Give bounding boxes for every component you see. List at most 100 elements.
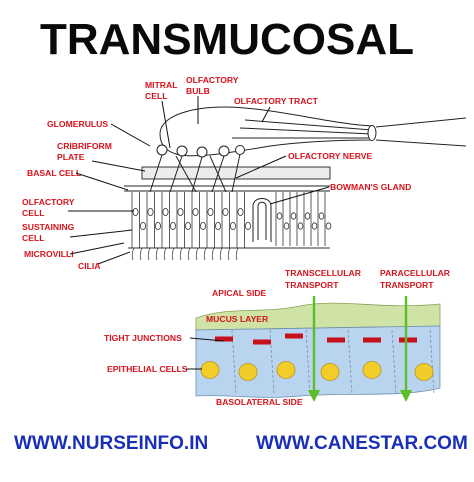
label-transcellular-2: TRANSPORT: [285, 280, 339, 290]
olfactory-cell-nucleus: [192, 207, 199, 216]
label-olfactory-cell-2: CELL: [22, 208, 44, 218]
olfactory-cell-nucleus: [304, 212, 311, 220]
cilia: [131, 247, 239, 261]
cilium: [147, 247, 151, 261]
label-cilia: CILIA: [78, 261, 100, 271]
label-apical: APICAL SIDE: [212, 288, 267, 298]
olfactory-cell-nucleus: [132, 207, 139, 216]
olfactory-cell-nucleus: [169, 221, 176, 230]
label-sustaining: SUSTAINING: [22, 222, 75, 232]
label-basolateral: BASOLATERAL SIDE: [216, 397, 303, 407]
olfactory-cell-nucleus: [139, 221, 146, 230]
transport-diagram: APICAL SIDE TRANSCELLULAR TRANSPORT PARA…: [104, 268, 451, 407]
cilium: [219, 247, 223, 261]
label-paracellular: PARACELLULAR: [380, 268, 451, 278]
olfactory-cell-nucleus: [184, 221, 191, 230]
mitral-cells: [156, 144, 245, 158]
label-cribriform: CRIBRIFORM: [57, 141, 112, 151]
label-paracellular-2: TRANSPORT: [380, 280, 434, 290]
olfactory-tract-fibers: [232, 119, 373, 139]
tight-junction: [215, 336, 233, 342]
label-cribriform-2: PLATE: [57, 152, 85, 162]
olfactory-cell-nucleus: [207, 207, 214, 216]
olfactory-cell-nucleus: [199, 221, 206, 230]
olfactory-cell-nucleus: [214, 221, 221, 230]
nucleus: [200, 361, 220, 379]
transport-leader-lines: [186, 337, 225, 370]
olfactory-tract-outline: [375, 117, 467, 147]
cilium: [131, 247, 135, 261]
olfactory-cell-nucleus: [177, 207, 184, 216]
olfactory-cell-nucleus: [297, 222, 304, 230]
olfactory-cell-nucleus: [147, 207, 154, 216]
olfactory-cell-nucleus: [276, 212, 283, 220]
label-nerve: OLFACTORY NERVE: [288, 151, 372, 161]
label-tract: OLFACTORY TRACT: [234, 96, 319, 106]
tight-junctions: [215, 333, 417, 345]
tight-junction: [327, 337, 345, 343]
paracellular-arrow: [400, 296, 412, 402]
epithelial-nuclei: [200, 361, 434, 381]
label-bulb-2: BULB: [186, 86, 210, 96]
mucus-layer: [195, 302, 441, 331]
footer-site-1: WWW.NURSEINFO.IN: [14, 433, 208, 454]
olfactory-cell-nucleus: [311, 222, 318, 230]
label-bowman: BOWMAN'S GLAND: [330, 182, 411, 192]
cilium: [235, 247, 239, 261]
cell-border: [429, 329, 435, 395]
page-title: TRANSMUCOSAL: [40, 15, 414, 64]
label-mucus: MUCUS LAYER: [206, 314, 269, 324]
cilium: [195, 247, 199, 261]
nucleus: [238, 363, 258, 381]
nucleus: [362, 361, 382, 379]
cilium: [179, 247, 183, 261]
tight-junction: [363, 337, 381, 343]
cilium: [139, 247, 143, 261]
olfactory-cell-nucleus: [325, 222, 332, 230]
cell-border: [391, 329, 397, 395]
cilium: [211, 247, 215, 261]
label-bulb: OLFACTORY: [186, 75, 239, 85]
label-transcellular: TRANSCELLULAR: [285, 268, 362, 278]
leader-lines: [68, 96, 330, 265]
cilium: [171, 247, 175, 261]
label-epithelial: EPITHELIAL CELLS: [107, 364, 188, 374]
olfactory-epithelium-cells: [128, 192, 332, 249]
label-microvilli: MICROVILLI: [24, 249, 74, 259]
olfactory-cell-nucleus: [283, 222, 290, 230]
footer-site-2: WWW.CANESTAR.COM: [256, 433, 468, 454]
nucleus: [414, 363, 434, 381]
cell-border: [347, 329, 353, 395]
cilium: [155, 247, 159, 261]
nucleus: [276, 361, 296, 379]
olfactory-cell-nucleus: [162, 207, 169, 216]
transcellular-arrow: [308, 296, 320, 402]
basal-membrane: [124, 185, 330, 192]
label-olfactory-cell: OLFACTORY: [22, 197, 75, 207]
cilium: [203, 247, 207, 261]
label-mitral-2: CELL: [145, 91, 167, 101]
label-mitral: MITRAL: [145, 80, 177, 90]
cilium: [163, 247, 167, 261]
bowmans-gland: [252, 198, 272, 242]
tight-junction: [399, 337, 417, 343]
label-basal-cell: BASAL CELL: [27, 168, 81, 178]
olfactory-cell-nucleus: [222, 207, 229, 216]
tight-junction: [253, 339, 271, 345]
olfactory-cell-nucleus: [229, 221, 236, 230]
nucleus: [320, 363, 340, 381]
cell-border: [305, 329, 311, 395]
label-tight-junctions: TIGHT JUNCTIONS: [104, 333, 182, 343]
label-sustaining-2: CELL: [22, 233, 44, 243]
label-glomerulus: GLOMERULUS: [47, 119, 108, 129]
olfactory-cell-nucleus: [154, 221, 161, 230]
olfactory-cell-nucleus: [290, 212, 297, 220]
tight-junction: [285, 333, 303, 339]
olfactory-cell-nucleus: [244, 221, 251, 230]
cilium: [227, 247, 231, 261]
cilium: [187, 247, 191, 261]
olfactory-diagram: MITRAL CELL OLFACTORY BULB OLFACTORY TRA…: [22, 75, 467, 271]
olfactory-cell-nucleus: [318, 212, 325, 220]
